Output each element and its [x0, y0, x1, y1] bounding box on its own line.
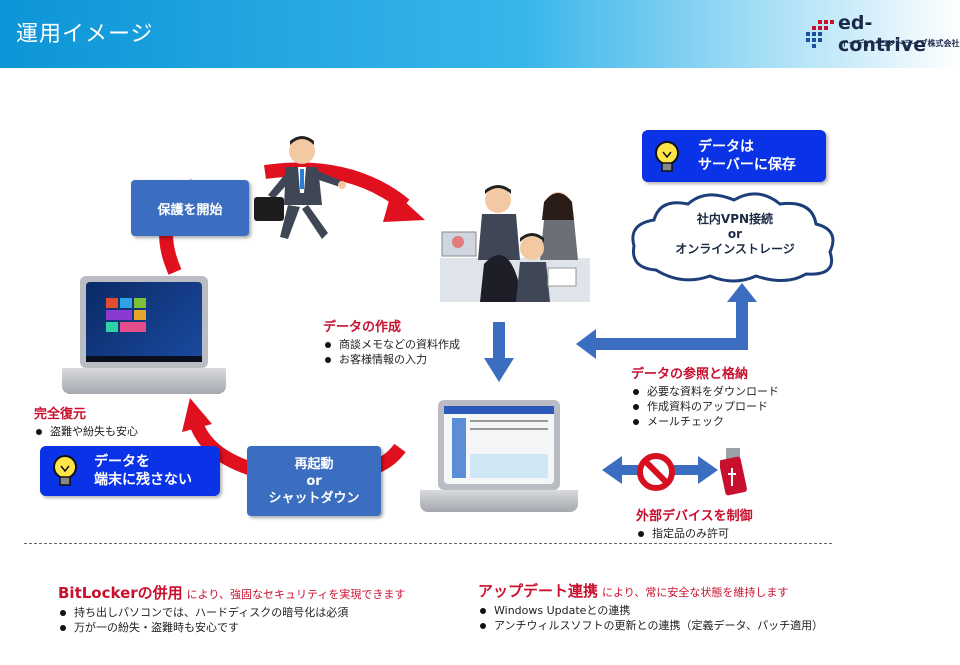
blue-arrow-down-shaft — [493, 322, 505, 360]
bitlocker-title: BitLockerの併用 — [58, 584, 183, 602]
update-suffix: により、常に安全な状態を維持します — [602, 586, 789, 599]
right-laptop-lid — [438, 400, 560, 490]
header-bar — [0, 0, 960, 68]
company-logo-name: ed-contrive — [838, 12, 927, 56]
left-laptop-base — [62, 368, 226, 394]
cloud-line3: オンラインストレージ — [675, 242, 795, 256]
right-laptop-screen — [444, 406, 554, 484]
data-reference-title: データの参照と格納 — [631, 367, 749, 382]
restart-line1: 再起動 — [294, 456, 334, 472]
data-create-item: お客様情報の入力 — [323, 352, 460, 367]
data-create-item: 商談メモなどの資料作成 — [323, 337, 460, 352]
cloud-shape — [631, 192, 835, 283]
data-reference-item: メールチェック — [631, 414, 779, 429]
lightbulb-icon — [655, 141, 679, 172]
protect-start-label: 保護を開始 — [157, 202, 223, 218]
external-device-item: 指定品のみ許可 — [636, 526, 753, 541]
update-item: Windows Updateとの連携 — [478, 603, 823, 618]
restart-line3: シャットダウン — [268, 490, 360, 506]
restore-title: 完全復元 — [34, 407, 87, 422]
left-laptop-lid — [80, 276, 208, 368]
restore-section: 完全復元 盗難や紛失も安心 — [34, 403, 138, 439]
restart-line2: or — [306, 473, 322, 489]
data-reference-section: データの参照と格納 必要な資料をダウンロード 作成資料のアップロード メールチェ… — [631, 363, 779, 429]
red-arrowhead-left — [182, 398, 212, 432]
bitlocker-section: BitLockerの併用により、強固なセキュリティを実現できます 持ち出しパソコ… — [58, 582, 405, 635]
cloud-line1: 社内VPN接続 — [696, 212, 774, 226]
external-device-title: 外部デバイスを制御 — [636, 509, 753, 524]
update-section: アップデート連携により、常に安全な状態を維持します Windows Update… — [478, 580, 823, 633]
restore-item: 盗難や紛失も安心 — [34, 424, 138, 439]
left-laptop-screen — [86, 282, 202, 362]
external-device-section: 外部デバイスを制御 指定品のみ許可 — [636, 505, 753, 541]
server-storage-callout: データは サーバーに保存 — [642, 130, 826, 182]
server-callout-line2: サーバーに保存 — [698, 157, 796, 173]
bitlocker-item: 万が一の紛失・盗難時も安心です — [58, 620, 405, 635]
device-callout-line2: 端末に残さない — [94, 472, 192, 488]
data-create-title: データの作成 — [323, 320, 402, 335]
bitlocker-suffix: により、強固なセキュリティを実現できます — [186, 588, 406, 601]
device-callout-line1: データを — [94, 454, 150, 470]
update-title: アップデート連携 — [478, 582, 599, 600]
usb-drive-icon — [720, 448, 747, 496]
section-divider — [24, 543, 832, 544]
page-title: 運用イメージ — [16, 22, 154, 47]
server-callout-line1: データは — [698, 139, 754, 155]
blue-arrowhead-up — [727, 283, 757, 302]
data-reference-item: 作成資料のアップロード — [631, 399, 779, 414]
update-item: アンチウィルスソフトの更新との連携（定義データ、パッチ適用） — [478, 618, 823, 633]
bitlocker-item: 持ち出しパソコンでは、ハードディスクの暗号化は必須 — [58, 605, 405, 620]
lightbulb-icon — [53, 455, 77, 486]
right-laptop-base — [420, 490, 578, 512]
data-reference-item: 必要な資料をダウンロード — [631, 384, 779, 399]
red-arrowhead-top — [383, 190, 425, 222]
cloud-line2: or — [727, 227, 743, 241]
meeting-illustration — [440, 185, 590, 302]
blue-arrowhead-left — [576, 329, 596, 359]
blue-arrowhead-down — [484, 358, 514, 382]
restart-shutdown-box: 再起動 or シャットダウン — [247, 446, 381, 516]
data-create-section: データの作成 商談メモなどの資料作成 お客様情報の入力 — [323, 316, 460, 367]
device-no-data-callout: データを 端末に残さない — [40, 446, 220, 496]
company-logo-icon — [806, 20, 834, 48]
cloud-text: 社内VPN接続 or オンラインストレージ — [660, 212, 810, 257]
businessman-illustration — [254, 136, 346, 239]
prohibited-icon — [637, 453, 675, 491]
company-logo-subtitle: イーディーコントライブ株式会社 — [840, 39, 960, 48]
protect-start-box: 保護を開始 — [131, 180, 249, 236]
